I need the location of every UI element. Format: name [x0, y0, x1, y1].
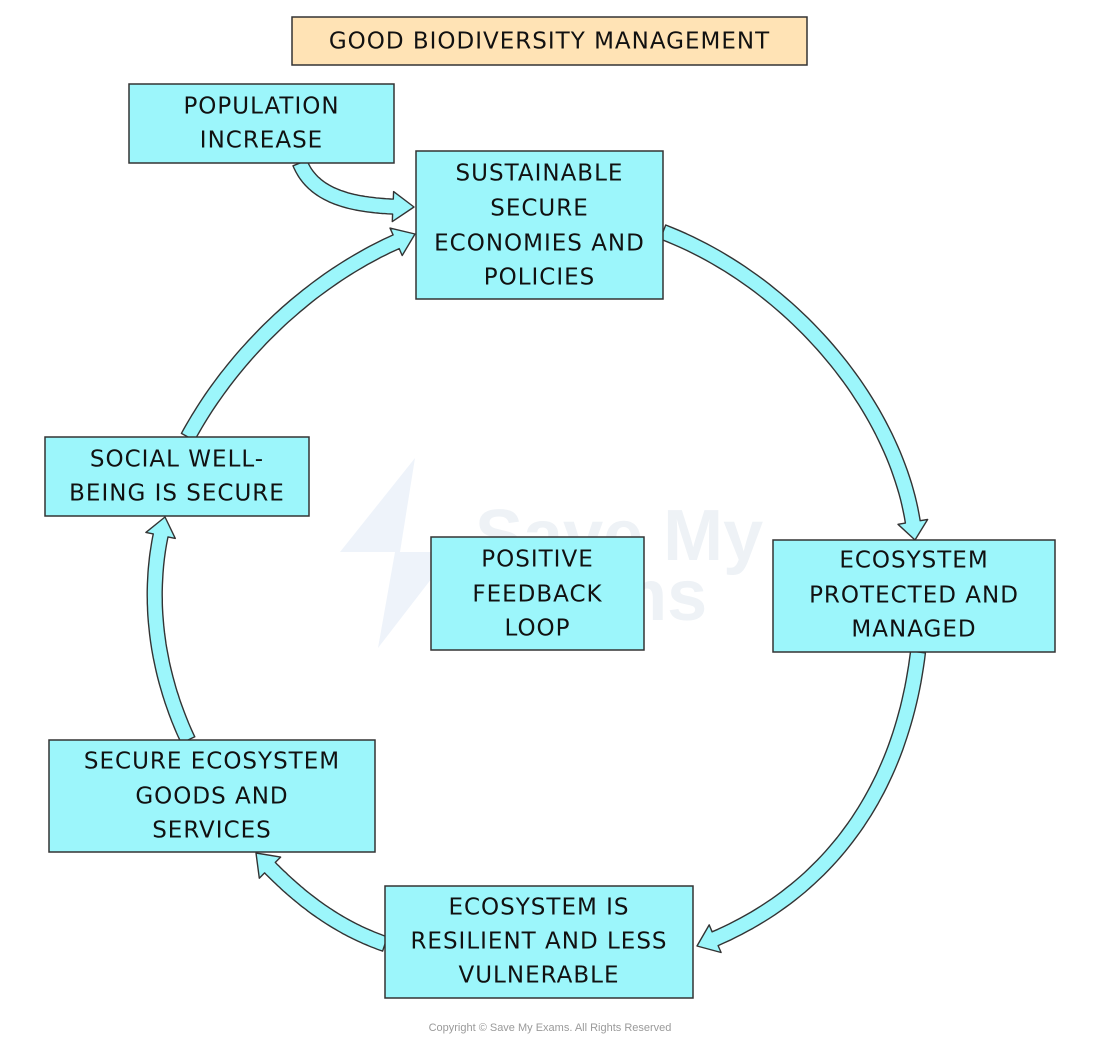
node-secure-goods-services: SECURE ECOSYSTEM GOODS AND SERVICES: [48, 739, 376, 853]
arrow-population-to-sustainable: [292, 159, 415, 223]
resilient-line-1: ECOSYSTEM IS: [448, 895, 629, 921]
title-box: GOOD BIODIVERSITY MANAGEMENT: [291, 16, 808, 66]
sustainable-line-3: ECONOMIES AND: [434, 231, 645, 257]
population-line-2: INCREASE: [200, 128, 323, 154]
node-sustainable-economies: SUSTAINABLE SECURE ECONOMIES AND POLICIE…: [415, 150, 664, 300]
goods-line-1: SECURE ECOSYSTEM: [84, 749, 340, 775]
protected-line-2: PROTECTED AND: [809, 583, 1019, 609]
center-label-line-3: LOOP: [504, 616, 570, 642]
resilient-line-2: RESILIENT AND LESS: [410, 929, 667, 955]
center-label-line-2: FEEDBACK: [472, 582, 602, 608]
arrow-resilient-to-goods: [255, 852, 389, 952]
social-line-2: BEING IS SECURE: [69, 481, 285, 507]
center-label-box: POSITIVE FEEDBACK LOOP: [430, 536, 645, 651]
sustainable-line-2: SECURE: [490, 196, 589, 222]
sustainable-line-4: POLICIES: [484, 265, 596, 291]
arrow-protected-to-resilient: [696, 650, 927, 954]
center-label-line-1: POSITIVE: [481, 547, 593, 573]
arrow-goods-to-social: [145, 516, 196, 744]
node-ecosystem-protected: ECOSYSTEM PROTECTED AND MANAGED: [772, 539, 1056, 653]
arrow-sustainable-to-protected: [659, 224, 929, 541]
population-line-1: POPULATION: [183, 94, 339, 120]
social-line-1: SOCIAL WELL-: [90, 447, 264, 473]
protected-line-1: ECOSYSTEM: [839, 548, 988, 574]
goods-line-3: SERVICES: [152, 818, 272, 844]
diagram-title: GOOD BIODIVERSITY MANAGEMENT: [329, 29, 770, 55]
goods-line-2: GOODS AND: [135, 784, 288, 810]
cycle-arrows: [145, 159, 929, 954]
arrow-social-to-sustainable: [180, 227, 416, 442]
resilient-line-3: VULNERABLE: [458, 963, 619, 989]
sustainable-line-1: SUSTAINABLE: [456, 161, 624, 187]
node-population-increase: POPULATION INCREASE: [128, 83, 395, 164]
copyright-notice: Copyright © Save My Exams. All Rights Re…: [429, 1022, 672, 1034]
node-ecosystem-resilient: ECOSYSTEM IS RESILIENT AND LESS VULNERAB…: [384, 885, 694, 999]
protected-line-3: MANAGED: [851, 617, 976, 643]
node-social-wellbeing: SOCIAL WELL- BEING IS SECURE: [44, 436, 310, 517]
